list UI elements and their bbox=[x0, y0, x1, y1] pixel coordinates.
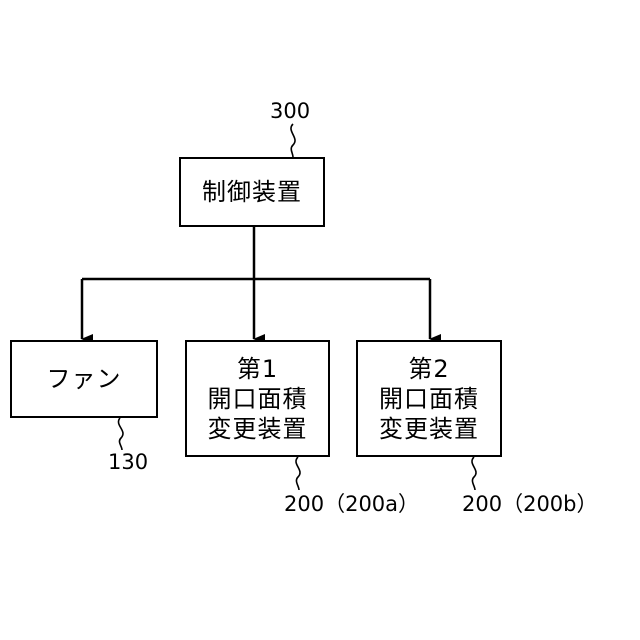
control-device-ref-numeral: 300 bbox=[270, 99, 310, 123]
second-device-label: 第2 開口面積 変更装置 bbox=[379, 354, 479, 444]
first-device-label: 第1 開口面積 変更装置 bbox=[208, 354, 308, 444]
second-device-ref-numeral: 200（200b） bbox=[462, 492, 598, 516]
leader-device2 bbox=[472, 457, 476, 490]
second-opening-area-change-device-box: 第2 開口面積 変更装置 bbox=[356, 340, 502, 457]
control-device-label: 制御装置 bbox=[202, 177, 302, 207]
leader-control bbox=[291, 124, 295, 157]
fan-box: ファン bbox=[10, 340, 158, 418]
first-device-ref-numeral: 200（200a） bbox=[284, 492, 419, 516]
leader-fan bbox=[118, 418, 123, 450]
fan-label: ファン bbox=[47, 364, 122, 394]
fan-ref-numeral: 130 bbox=[108, 450, 148, 474]
leader-device1 bbox=[296, 457, 300, 490]
control-device-box: 制御装置 bbox=[179, 157, 325, 227]
first-opening-area-change-device-box: 第1 開口面積 変更装置 bbox=[185, 340, 330, 457]
